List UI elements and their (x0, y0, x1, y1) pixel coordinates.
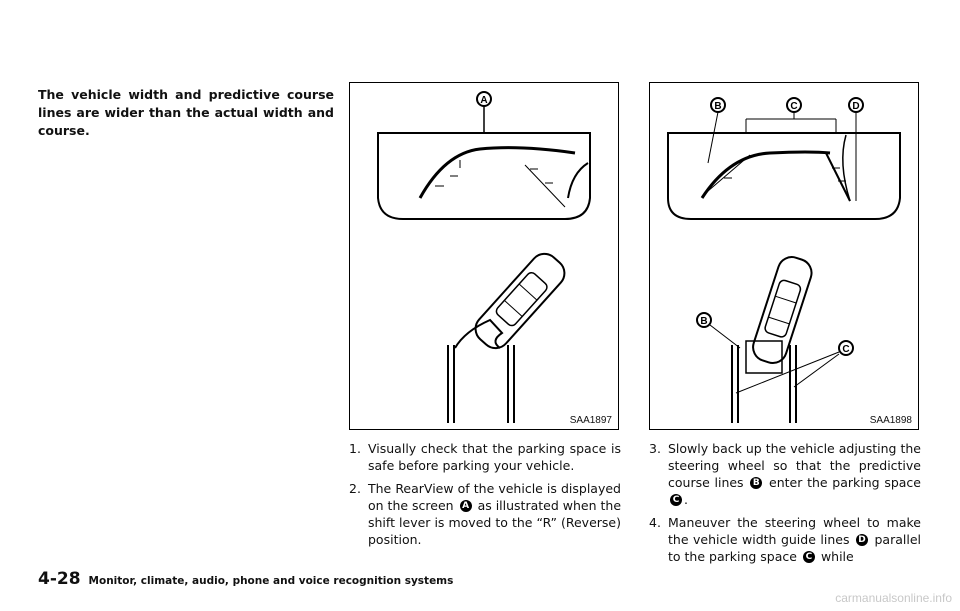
callout-a-icon: A (459, 500, 472, 512)
step-item: 1. Visually check that the parking space … (349, 440, 621, 474)
step-text: parallel to the parking space (668, 532, 921, 564)
callout-c-label: C (790, 101, 797, 112)
figure-code: SAA1897 (569, 415, 612, 426)
step-text: The RearView of the vehicle is displayed… (368, 481, 621, 513)
callout-c-icon: C (670, 494, 682, 506)
callout-c-icon: C (802, 551, 815, 563)
step-text: as illustrated when the shift lever is m… (368, 498, 622, 547)
car-top-view (474, 252, 566, 350)
step-text: enter the parking space (769, 475, 921, 490)
step-text: . (684, 492, 688, 507)
rearview-screen (377, 132, 591, 220)
watermark: carmanualsonline.info (835, 591, 952, 605)
figure-rearview-parking: B C D B (649, 82, 919, 430)
figure-rearview-width-lines: A SAA1897 (349, 82, 619, 430)
callout-b-label: B (714, 101, 721, 112)
step-text: Slowly back up the vehicle adjusting the… (668, 441, 921, 490)
callout-c-lower-circle (838, 340, 854, 356)
step-number: 2. (349, 481, 361, 496)
step-text: Maneuver the steering wheel to make the … (668, 515, 921, 547)
callout-d-label: D (852, 101, 859, 112)
step-item: 2. The RearView of the vehicle is display… (349, 480, 621, 548)
step-number: 4. (649, 515, 661, 530)
figure-illustration: B C D B (667, 97, 901, 423)
intro-paragraph: The vehicle width and predictive course … (38, 87, 334, 138)
callout-b-lower-circle (696, 312, 712, 328)
steps-list-left: 1. Visually check that the parking space … (349, 440, 621, 554)
figure-code: SAA1898 (869, 415, 912, 426)
step-text: while (820, 549, 854, 564)
callout-c-lower-label: C (842, 344, 849, 355)
figure-illustration: A (377, 91, 591, 423)
step-item: 4. Maneuver the steering wheel to make th… (649, 514, 921, 565)
callout-b-lower-label: B (700, 316, 707, 327)
section-title: Monitor, climate, audio, phone and voice… (88, 575, 454, 587)
page-number: 4-28 (38, 569, 81, 589)
callout-a-label: A (480, 95, 487, 106)
rearview-screen (667, 132, 901, 220)
step-number: 3. (649, 441, 661, 456)
step-item: 3. Slowly back up the vehicle adjusting t… (649, 440, 921, 508)
callout-d-icon: D (855, 534, 868, 546)
page-footer: 4-28 Monitor, climate, audio, phone and v… (38, 569, 453, 589)
step-text: Visually check that the parking space is… (368, 441, 621, 473)
callout-b-icon: B (750, 477, 763, 489)
car-top-view (752, 256, 813, 365)
steps-list-right: 3. Slowly back up the vehicle adjusting t… (649, 440, 921, 571)
step-number: 1. (349, 441, 361, 456)
